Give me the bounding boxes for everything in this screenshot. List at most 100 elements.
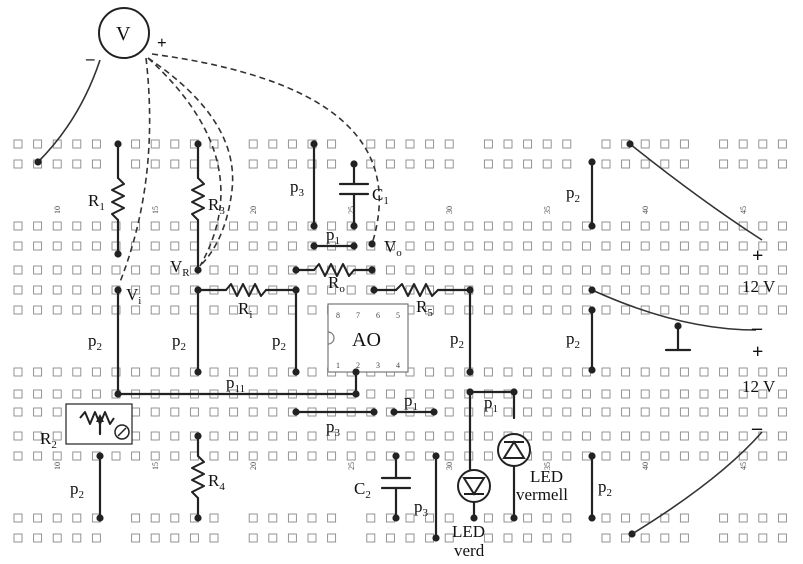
breadboard-hole xyxy=(699,221,709,231)
breadboard-hole xyxy=(209,367,219,377)
breadboard-hole xyxy=(287,221,297,231)
breadboard-hole xyxy=(33,451,43,461)
voltmeter-circle xyxy=(98,7,150,59)
probe-minus-lead xyxy=(37,59,101,163)
breadboard-hole xyxy=(425,533,435,543)
resistor-r5 xyxy=(372,283,472,297)
junction-dot xyxy=(588,222,596,230)
breadboard-hole xyxy=(699,407,709,417)
breadboard-hole xyxy=(444,513,454,523)
breadboard-hole xyxy=(13,513,23,523)
column-number: 35 xyxy=(543,462,552,470)
breadboard-hole xyxy=(777,241,787,251)
breadboard-hole xyxy=(523,159,533,169)
breadboard-hole xyxy=(679,305,689,315)
label-r2: R2 xyxy=(40,429,57,451)
breadboard-hole xyxy=(91,389,101,399)
junction-dot xyxy=(370,286,378,294)
breadboard-hole xyxy=(542,451,552,461)
junction-dot xyxy=(194,266,202,274)
breadboard-hole xyxy=(483,367,493,377)
label-led-red-1: LED xyxy=(530,467,563,486)
breadboard-hole xyxy=(601,285,611,295)
breadboard-hole xyxy=(562,451,572,461)
breadboard-hole xyxy=(758,241,768,251)
opamp-pin-label: 7 xyxy=(356,311,360,320)
breadboard-hole xyxy=(679,513,689,523)
breadboard-hole xyxy=(542,367,552,377)
label-p3-b: p3 xyxy=(326,417,341,439)
breadboard-hole xyxy=(327,513,337,523)
breadboard-hole xyxy=(562,389,572,399)
breadboard-hole xyxy=(523,241,533,251)
breadboard-hole xyxy=(170,241,180,251)
breadboard-hole xyxy=(660,407,670,417)
breadboard-hole xyxy=(248,221,258,231)
breadboard-hole xyxy=(91,305,101,315)
breadboard-hole xyxy=(327,159,337,169)
breadboard-hole xyxy=(738,139,748,149)
breadboard-hole xyxy=(150,367,160,377)
breadboard-hole xyxy=(268,533,278,543)
breadboard-hole xyxy=(13,533,23,543)
column-number: 30 xyxy=(445,462,454,470)
breadboard-hole xyxy=(699,305,709,315)
breadboard-hole xyxy=(562,513,572,523)
breadboard-hole xyxy=(72,159,82,169)
junction-dot xyxy=(114,286,122,294)
breadboard-hole xyxy=(405,241,415,251)
led-red xyxy=(497,433,531,520)
breadboard-hole xyxy=(425,139,435,149)
breadboard-hole xyxy=(719,367,729,377)
breadboard-hole xyxy=(425,221,435,231)
breadboard-hole xyxy=(444,367,454,377)
breadboard-hole xyxy=(562,305,572,315)
breadboard-hole xyxy=(719,513,729,523)
breadboard-hole xyxy=(464,451,474,461)
breadboard-hole xyxy=(346,451,356,461)
breadboard-hole xyxy=(248,265,258,275)
breadboard-hole xyxy=(777,407,787,417)
junction-dot xyxy=(368,240,376,248)
breadboard-hole xyxy=(131,159,141,169)
breadboard-hole xyxy=(542,533,552,543)
breadboard-hole xyxy=(679,367,689,377)
breadboard-hole xyxy=(33,367,43,377)
column-number: 45 xyxy=(739,206,748,214)
breadboard-hole xyxy=(170,159,180,169)
breadboard-hole xyxy=(248,407,258,417)
breadboard-hole xyxy=(170,451,180,461)
breadboard-hole xyxy=(268,451,278,461)
breadboard-hole xyxy=(523,285,533,295)
breadboard-hole xyxy=(287,241,297,251)
breadboard-hole xyxy=(621,305,631,315)
junction-dot xyxy=(466,388,474,396)
breadboard-hole xyxy=(483,533,493,543)
breadboard-hole xyxy=(679,241,689,251)
breadboard-hole xyxy=(425,305,435,315)
breadboard-hole xyxy=(758,221,768,231)
breadboard-hole xyxy=(111,241,121,251)
breadboard-hole xyxy=(307,513,317,523)
breadboard-hole xyxy=(542,305,552,315)
breadboard-hole xyxy=(385,389,395,399)
breadboard-hole xyxy=(601,139,611,149)
breadboard-hole xyxy=(425,265,435,275)
junction-dot xyxy=(392,514,400,522)
label-p1-c: p1 xyxy=(484,393,498,415)
breadboard-hole xyxy=(660,431,670,441)
breadboard-hole xyxy=(91,241,101,251)
breadboard-hole xyxy=(150,159,160,169)
breadboard-hole xyxy=(562,241,572,251)
breadboard-hole xyxy=(268,139,278,149)
breadboard-hole xyxy=(248,241,258,251)
breadboard-hole xyxy=(699,265,709,275)
breadboard-hole xyxy=(327,285,337,295)
breadboard-hole xyxy=(287,533,297,543)
breadboard-hole xyxy=(33,305,43,315)
label-p2-d: p2 xyxy=(450,329,464,351)
breadboard-hole xyxy=(72,389,82,399)
breadboard-hole xyxy=(542,139,552,149)
junction-dot xyxy=(626,140,634,148)
